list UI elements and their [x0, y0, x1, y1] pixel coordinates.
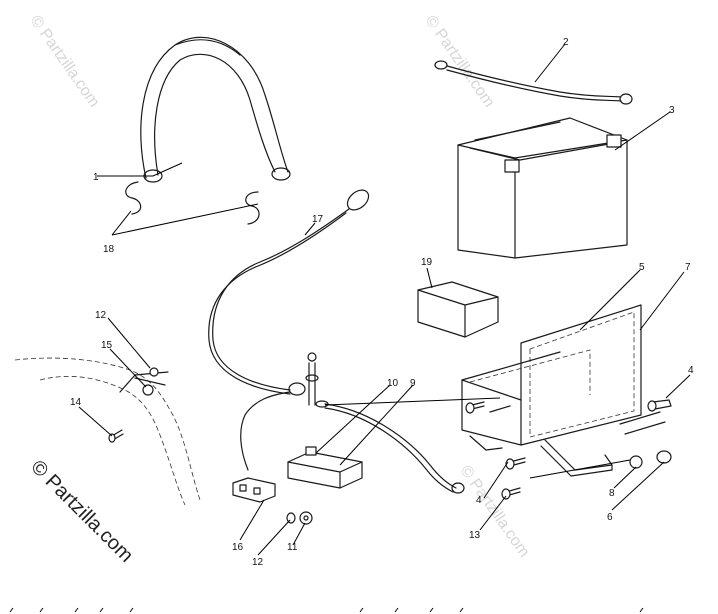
callout-12-bottom: 12 — [252, 557, 264, 568]
washers-bottom — [286, 511, 313, 525]
battery-cable-part — [434, 60, 633, 105]
bottom-edge-marks — [9, 607, 644, 613]
callout-5: 5 — [639, 262, 645, 273]
center-stud-hardware — [305, 352, 329, 408]
callout-4-right: 4 — [688, 365, 694, 376]
battery-strap-part — [140, 36, 291, 183]
callout-11: 11 — [287, 542, 298, 553]
leader-lines — [78, 43, 691, 556]
callout-16: 16 — [232, 542, 244, 553]
callout-15: 15 — [101, 340, 113, 351]
callout-14: 14 — [70, 397, 82, 408]
callout-10: 10 — [387, 378, 399, 389]
callout-1: 1 — [93, 172, 99, 183]
callout-9: 9 — [410, 378, 416, 389]
frame-section — [14, 357, 201, 506]
watermark-faint-right: © Partzilla.com — [422, 13, 498, 111]
watermark-faint-left: © Partzilla.com — [27, 13, 103, 111]
battery-box-part — [461, 304, 642, 477]
s-hook-parts — [125, 181, 260, 225]
callout-17: 17 — [312, 214, 324, 225]
battery-part — [457, 117, 628, 259]
callout-3: 3 — [669, 105, 675, 116]
box-bolts — [465, 401, 672, 500]
ground-cable-part — [208, 189, 370, 396]
watermark-main: © Partzilla.com — [26, 456, 137, 567]
callout-labels: 1 2 3 4 4 5 7 6 8 9 10 11 12 12 13 14 15… — [70, 37, 694, 568]
callout-6: 6 — [607, 512, 613, 523]
callout-18: 18 — [103, 244, 115, 255]
callout-2: 2 — [563, 37, 569, 48]
callout-12-left: 12 — [95, 310, 107, 321]
callout-4-bottom: 4 — [476, 495, 482, 506]
callout-8: 8 — [609, 488, 615, 499]
callout-7: 7 — [685, 262, 691, 273]
connector-part — [232, 391, 291, 503]
callout-13: 13 — [469, 530, 481, 541]
battery-pad-part — [417, 281, 499, 338]
bolt-4-right — [647, 399, 672, 412]
callout-19: 19 — [421, 257, 433, 268]
